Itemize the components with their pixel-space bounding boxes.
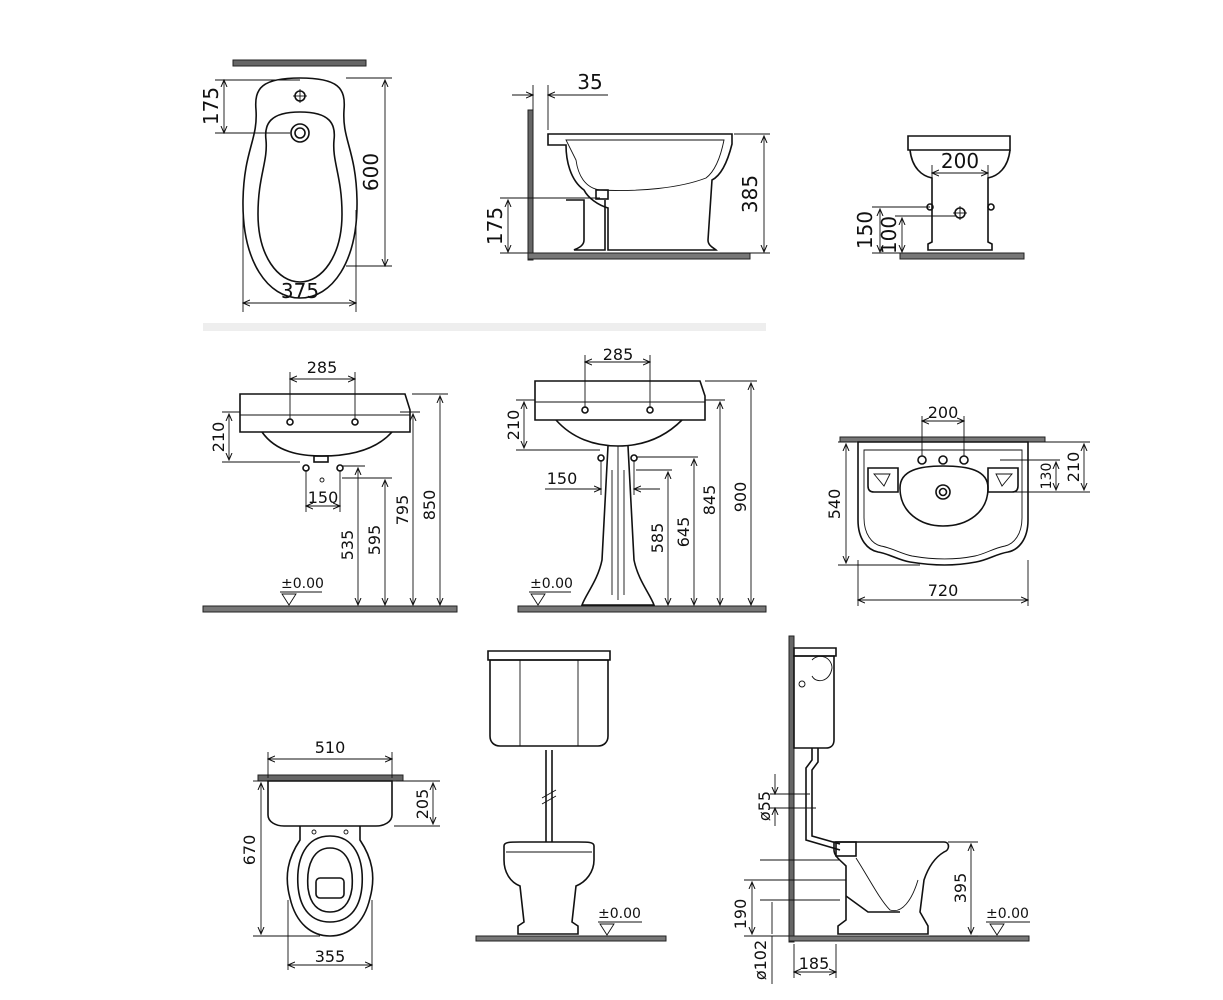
level-mark-wall-basin: ±0.00: [281, 576, 324, 592]
dim-bidet-top-600: 600: [359, 153, 383, 191]
dim-pedestal-basin-645: 645: [674, 517, 693, 548]
dim-bidet-side-175: 175: [483, 207, 507, 245]
wall-basin-front-view: 285 210 150 535 595 795 850 ±0.00: [202, 358, 458, 613]
dim-pedestal-basin-585: 585: [648, 523, 667, 554]
dim-wc-side-d55: ø55: [755, 791, 774, 821]
wc-top-view: 510 205 670 355: [240, 738, 440, 970]
dim-bidet-front-200: 200: [941, 149, 979, 173]
dim-wc-top-205: 205: [413, 789, 432, 820]
dim-wc-side-185: 185: [799, 954, 830, 973]
dim-pedestal-basin-900: 900: [731, 482, 750, 513]
dim-wall-basin-535: 535: [338, 530, 357, 561]
bidet-front-view: 200 150 100: [853, 135, 1025, 260]
dim-wc-top-355: 355: [315, 947, 346, 966]
dim-bidet-top-175: 175: [199, 87, 223, 125]
wc-side-view: ø55 190 ø102 185 395 ±0.00: [731, 635, 1030, 984]
dim-wall-basin-850: 850: [420, 490, 439, 521]
dim-basin-top-540: 540: [825, 489, 844, 520]
separator-band: [203, 323, 766, 331]
dim-pedestal-basin-150: 150: [547, 469, 578, 488]
dim-wc-top-510: 510: [315, 738, 346, 757]
level-mark-wc-front: ±0.00: [598, 906, 641, 922]
dim-wall-basin-285: 285: [307, 358, 338, 377]
dim-bidet-front-150: 150: [853, 211, 877, 249]
level-mark-wc-side: ±0.00: [986, 906, 1029, 922]
dim-bidet-side-385: 385: [738, 175, 762, 213]
dim-pedestal-basin-210: 210: [504, 410, 523, 441]
dim-basin-top-720: 720: [928, 581, 959, 600]
dim-pedestal-basin-285: 285: [603, 345, 634, 364]
dim-wall-basin-595: 595: [365, 525, 384, 556]
level-mark-pedestal-basin: ±0.00: [530, 576, 573, 592]
dim-pedestal-basin-845: 845: [700, 485, 719, 516]
dim-bidet-side-35: 35: [577, 70, 602, 94]
wc-cistern-front-view: ±0.00: [475, 650, 667, 942]
dim-wc-side-395: 395: [951, 873, 970, 904]
dim-basin-top-210: 210: [1064, 452, 1083, 483]
dim-bidet-front-100: 100: [877, 216, 901, 254]
basin-top-view: 200 540 130 210 720: [825, 403, 1090, 606]
bidet-top-view: 175 600 375: [199, 59, 392, 312]
dim-wc-top-670: 670: [240, 835, 259, 866]
dim-wall-basin-795: 795: [393, 495, 412, 526]
dim-wc-side-d102: ø102: [751, 940, 770, 980]
dim-wall-basin-210: 210: [209, 422, 228, 453]
dim-basin-top-200: 200: [928, 403, 959, 422]
pedestal-basin-front-view: 285 210 150 585 645 845 900 ±0.00: [504, 345, 767, 613]
bidet-side-view: 35 385 175: [483, 70, 770, 261]
dim-wc-side-190: 190: [731, 899, 750, 930]
dim-basin-top-130: 130: [1039, 463, 1055, 490]
dim-bidet-top-375: 375: [281, 279, 319, 303]
dim-wall-basin-150: 150: [308, 488, 339, 507]
